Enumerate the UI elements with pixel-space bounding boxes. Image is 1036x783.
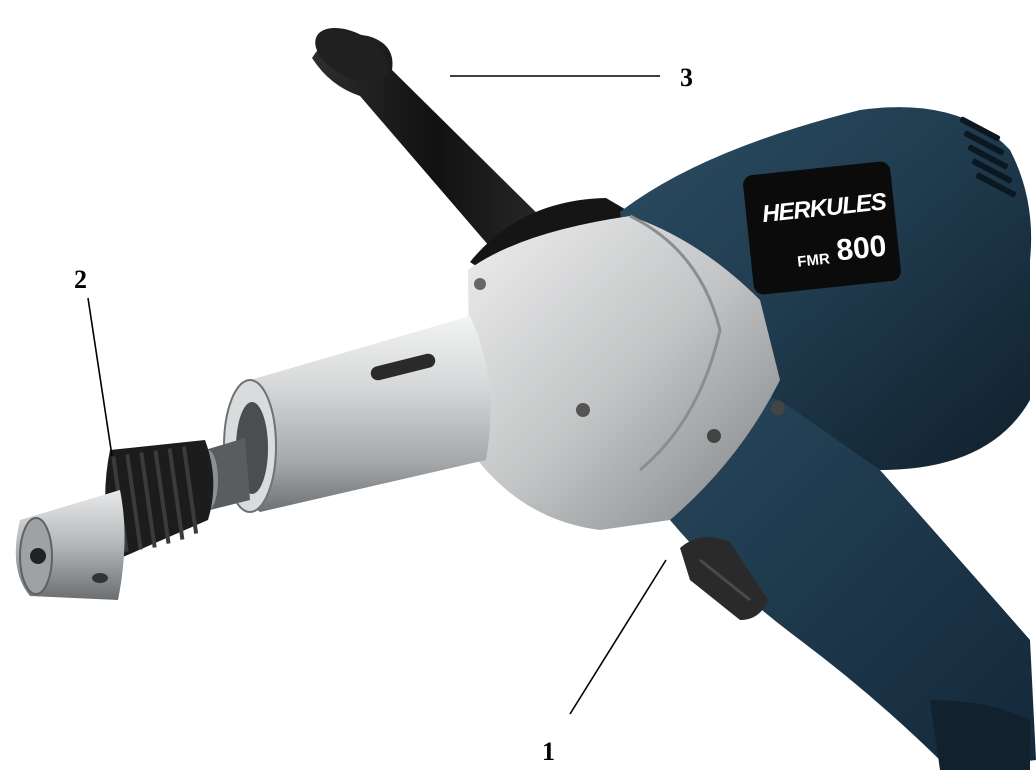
screw-2: [707, 429, 721, 443]
callout-lines: [87, 75, 667, 715]
model-number: 800: [835, 229, 888, 267]
barrel: [223, 316, 491, 513]
brand-badge: HERKULES FMR 800: [743, 161, 901, 295]
vent-slots: [959, 116, 1017, 198]
callout-2: 2: [74, 265, 87, 294]
barrel-slot: [370, 353, 436, 381]
leader-line-2: [87, 297, 113, 457]
leader-line-1: [569, 559, 667, 715]
drill-chuck: [15, 440, 214, 600]
screw-1: [576, 403, 590, 417]
callout-1: 1: [542, 737, 555, 766]
model-prefix: FMR: [797, 250, 831, 270]
gear-housing: [468, 214, 785, 530]
pistol-grip: [660, 393, 1036, 770]
trigger: [680, 537, 768, 620]
callout-3: 3: [680, 63, 693, 92]
screw-3: [771, 401, 785, 415]
screw-4: [474, 278, 486, 290]
